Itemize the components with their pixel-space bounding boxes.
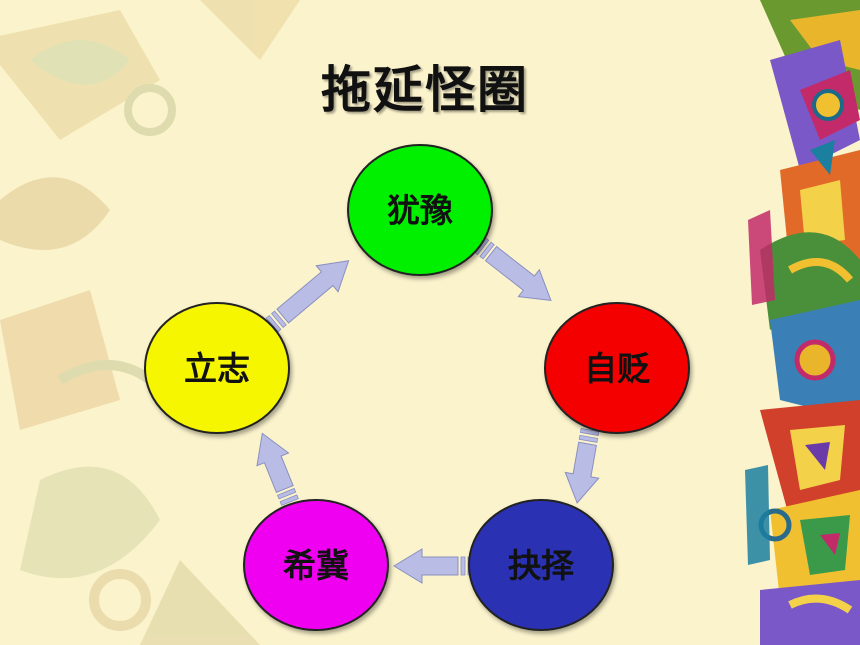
arrow-youyu-to-zibian xyxy=(473,237,552,302)
arrow-jueze-to-xiji xyxy=(393,548,473,584)
node-xiji: 希冀 xyxy=(243,499,389,631)
node-label-jueze: 抉择 xyxy=(508,546,575,585)
node-label-xiji: 希冀 xyxy=(283,546,349,585)
node-label-zibian: 自贬 xyxy=(584,349,650,388)
node-youyu: 犹豫 xyxy=(347,144,493,276)
arrow-lizhi-to-youyu xyxy=(265,260,350,333)
arrow-xiji-to-lizhi xyxy=(256,432,299,506)
node-zibian: 自贬 xyxy=(544,302,690,434)
node-label-lizhi: 立志 xyxy=(184,349,250,388)
node-label-youyu: 犹豫 xyxy=(387,191,453,230)
node-jueze: 抉择 xyxy=(468,499,614,631)
arrow-zibian-to-jueze xyxy=(564,427,600,504)
page-title: 拖延怪圈 xyxy=(321,61,529,119)
node-lizhi: 立志 xyxy=(144,302,290,434)
